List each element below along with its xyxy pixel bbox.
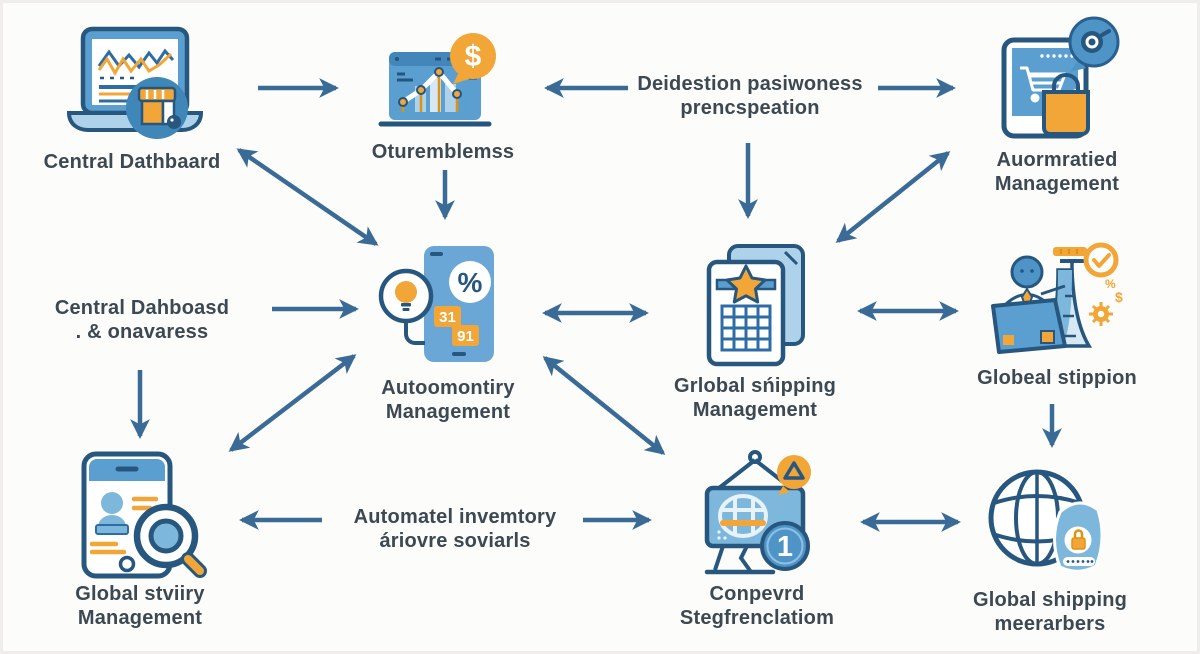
node-global-activity-management: Global stviiry Management <box>40 448 240 630</box>
percent-glyph: % <box>458 267 483 298</box>
inventory-management-line2: Management <box>385 401 511 423</box>
laptop-dashboard-icon <box>66 26 204 139</box>
conversion-registration-line1: Conpevrd <box>709 583 805 605</box>
global-shipping-management-line2: Management <box>692 399 818 421</box>
decision-note-line1: Deidestion pasiwoness <box>637 73 863 95</box>
global-option-label: Globeal stippion <box>977 367 1137 389</box>
arrow-activity-inventory <box>228 354 357 452</box>
global-activity-management-line1: Global stviiry <box>75 583 205 605</box>
node-revenue-analytics: $ Oturemblemss <box>343 32 543 164</box>
node-global-shipping-members: Global shipping meerarbers <box>950 458 1150 636</box>
global-shipping-members-line2: meerarbers <box>994 613 1106 635</box>
central-dashboard-note-line1: Central Dahboasd <box>54 297 230 319</box>
shopping-cart-tablet-icon <box>1001 16 1120 139</box>
automated-management-line2: Management <box>994 173 1120 195</box>
arrow-dashboard-inventory <box>236 148 379 246</box>
discount-phone-icon: % 31 91 <box>378 246 494 362</box>
automated-management-line1: Auormratied <box>996 149 1118 171</box>
node-global-option: $ % Globeal stippion <box>957 240 1157 390</box>
conversion-registration-line2: Stegfrenclatiom <box>679 607 835 629</box>
person-metrics-icon: $ % <box>991 242 1123 354</box>
node-central-dashboard: Central Dathbaard <box>27 24 237 174</box>
sales-chart-icon: $ <box>378 33 496 127</box>
hanging-sign-icon: 1 <box>704 450 811 575</box>
node-conversion-registration: 1 Conpevrd Stegfrenclatiom <box>657 446 857 630</box>
profile-search-phone-icon <box>81 451 207 579</box>
mini-dollar-glyph: $ <box>1115 289 1123 305</box>
revenue-analytics-label: Oturemblemss <box>371 141 515 163</box>
automated-inventory-note-line1: Automatel invemtory <box>353 506 557 528</box>
count-badge-value: 1 <box>777 531 793 563</box>
node-automated-inventory-note: Automatel invemtory áriovre soviarls <box>325 505 585 553</box>
dollar-bubble-glyph: $ <box>465 40 482 73</box>
starred-document-icon <box>706 244 805 367</box>
global-activity-management-line2: Management <box>77 607 203 629</box>
central-dashboard-label: Central Dathbaard <box>43 151 221 173</box>
tag-top-value: 31 <box>439 309 456 326</box>
tag-bottom-value: 91 <box>457 328 474 345</box>
decision-note-line2: prencspeation <box>680 97 820 119</box>
node-central-dashboard-note: Central Dahboasd . & onavaress <box>22 296 262 344</box>
node-decision-note: Deidestion pasiwoness prencspeation <box>610 72 890 120</box>
inventory-management-line1: Autoomontiry <box>381 377 515 399</box>
mini-percent-glyph: % <box>1105 277 1116 291</box>
global-shipping-members-line1: Global shipping <box>972 589 1128 611</box>
node-automated-management: Auormratied Management <box>957 14 1157 196</box>
automated-inventory-note-line2: áriovre soviarls <box>379 530 531 552</box>
arrow-inventory-conversion <box>542 356 666 455</box>
node-inventory-management: % 31 91 Autoomontiry Management <box>348 240 548 424</box>
node-global-shipping-management: Grlobal sńipping Management <box>655 238 855 422</box>
global-shipping-management-line1: Grlobal sńipping <box>673 375 837 397</box>
globe-security-icon <box>988 469 1104 573</box>
arrow-shipping-automated <box>835 151 951 243</box>
central-dashboard-note-line2: . & onavaress <box>75 321 209 343</box>
